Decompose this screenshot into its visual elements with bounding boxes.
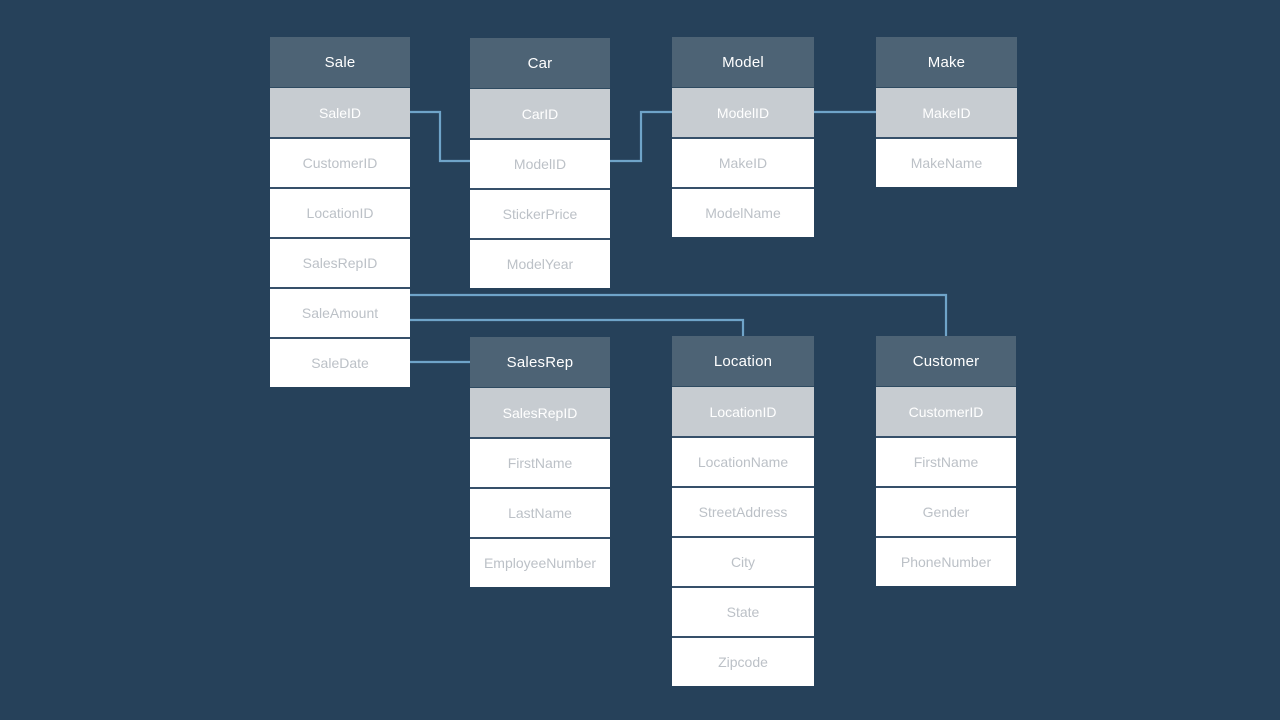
entity-sale-pk[interactable]: SaleID [270,87,410,137]
entity-customer-pk[interactable]: CustomerID [876,386,1016,436]
entity-car-field-0[interactable]: ModelID [470,138,610,188]
entity-location-field-0[interactable]: LocationName [672,436,814,486]
entity-salesrep-field-1[interactable]: LastName [470,487,610,537]
entity-salesrep-field-0[interactable]: FirstName [470,437,610,487]
entity-customer[interactable]: Customer CustomerID FirstName Gender Pho… [876,336,1016,586]
entity-make-pk[interactable]: MakeID [876,87,1017,137]
entity-model-field-1[interactable]: ModelName [672,187,814,237]
entity-sale-field-0[interactable]: CustomerID [270,137,410,187]
entity-sale-field-1[interactable]: LocationID [270,187,410,237]
entity-model-field-0[interactable]: MakeID [672,137,814,187]
entity-sale-title: Sale [270,37,410,87]
entity-location-pk[interactable]: LocationID [672,386,814,436]
entity-salesrep-title: SalesRep [470,337,610,387]
entity-make-field-0[interactable]: MakeName [876,137,1017,187]
entity-sale[interactable]: Sale SaleID CustomerID LocationID SalesR… [270,37,410,387]
connector-sale-car [408,110,472,163]
entity-location[interactable]: Location LocationID LocationName StreetA… [672,336,814,686]
entity-car-field-2[interactable]: ModelYear [470,238,610,288]
entity-sale-field-4[interactable]: SaleDate [270,337,410,387]
entity-customer-field-2[interactable]: PhoneNumber [876,536,1016,586]
entity-salesrep[interactable]: SalesRep SalesRepID FirstName LastName E… [470,337,610,587]
connector-car-model [608,110,674,163]
entity-customer-field-0[interactable]: FirstName [876,436,1016,486]
entity-car-title: Car [470,38,610,88]
entity-location-title: Location [672,336,814,386]
entity-sale-field-3[interactable]: SaleAmount [270,287,410,337]
entity-customer-title: Customer [876,336,1016,386]
entity-customer-field-1[interactable]: Gender [876,486,1016,536]
entity-location-field-3[interactable]: State [672,586,814,636]
entity-car[interactable]: Car CarID ModelID StickerPrice ModelYear [470,38,610,288]
entity-location-field-1[interactable]: StreetAddress [672,486,814,536]
entity-location-field-4[interactable]: Zipcode [672,636,814,686]
entity-model-pk[interactable]: ModelID [672,87,814,137]
entity-car-pk[interactable]: CarID [470,88,610,138]
entity-model-title: Model [672,37,814,87]
entity-sale-field-2[interactable]: SalesRepID [270,237,410,287]
connector-sale-location [408,318,745,339]
entity-location-field-2[interactable]: City [672,536,814,586]
entity-model[interactable]: Model ModelID MakeID ModelName [672,37,814,237]
entity-make-title: Make [876,37,1017,87]
entity-car-field-1[interactable]: StickerPrice [470,188,610,238]
entity-make[interactable]: Make MakeID MakeName [876,37,1017,187]
connector-sale-customer [408,293,948,339]
entity-salesrep-field-2[interactable]: EmployeeNumber [470,537,610,587]
entity-salesrep-pk[interactable]: SalesRepID [470,387,610,437]
